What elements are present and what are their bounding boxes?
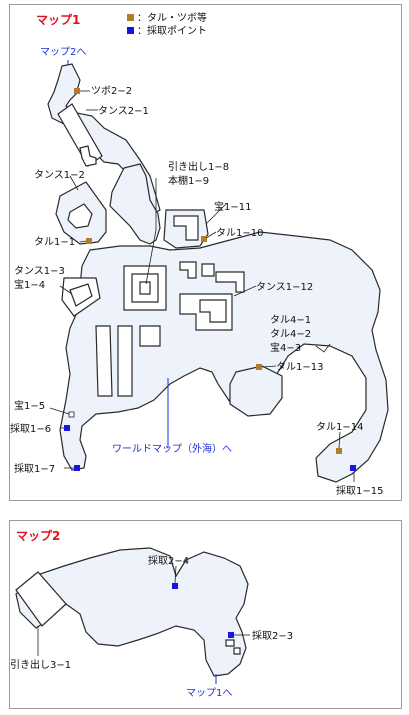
map2-small-box-a (225, 639, 235, 647)
taru-1-14-label: タル1−14 (316, 421, 363, 433)
map2-area (15, 547, 249, 677)
map1-title: マップ1 (36, 12, 80, 27)
tansu-1-3-cabinet (69, 283, 93, 307)
tsubo-2-2-marker[interactable] (74, 88, 80, 94)
hondana-1-9-label: 本棚1−9 (168, 174, 209, 187)
takara-1-11-inner (173, 215, 199, 241)
tansu-1-3-label: タンス1−3 (14, 265, 65, 277)
pillar-a (179, 261, 197, 279)
central-box (139, 281, 151, 295)
saishu-1-7-label: 採取1−7 (14, 462, 55, 475)
gather-legend-label: ：採取ポイント (137, 24, 207, 37)
taru-1-10-label: タル1−10 (216, 227, 263, 239)
taru-1-1-marker[interactable] (86, 238, 92, 244)
upper-corridor-detail (79, 145, 97, 167)
gather-legend-swatch (127, 27, 134, 34)
central-connector (109, 163, 161, 245)
tansu-2-1-label: タンス2−1 (98, 105, 149, 117)
tansu-1-12-cabinet (199, 299, 227, 323)
tansu-1-2-cabinet (67, 203, 93, 229)
saishu-1-15-marker[interactable] (350, 465, 356, 471)
taru-1-1-label: タル1−1 (34, 236, 75, 248)
saishu-1-6-label: 採取1−6 (10, 422, 51, 435)
takara-1-4-label: 宝1−4 (14, 278, 45, 291)
map2-exit-to-map1[interactable]: マップ1へ (186, 687, 232, 699)
taru-1-13-marker[interactable] (256, 364, 262, 370)
taru-1-13-label: タル1−13 (276, 361, 323, 373)
tansu-2-1-cabinet (57, 103, 103, 167)
west-block (139, 325, 161, 347)
hikidashi-3-1-drawer (15, 571, 67, 627)
saishu-2-3-label: 採取2−3 (252, 629, 293, 642)
tansu-1-2-label: タンス1−2 (34, 169, 85, 181)
saishu-2-3-marker[interactable] (228, 632, 234, 638)
map2-small-box-b (233, 647, 241, 655)
map1-exit-to-map2[interactable]: マップ2へ (40, 46, 86, 58)
pillar-b (201, 263, 215, 277)
takara-1-11-label: 宝1−11 (214, 200, 251, 213)
taru-4-2-label: タル4−2 (270, 328, 311, 340)
takara-1-5-label: 宝1−5 (14, 399, 45, 412)
treasure-legend-label: ：タル・ツボ等 (137, 11, 207, 24)
saishu-2-4-marker[interactable] (172, 583, 178, 589)
map1-exit-to-world[interactable]: ワールドマップ（外海）へ (112, 442, 232, 455)
taru-1-14-marker[interactable] (336, 448, 342, 454)
hikidashi-3-1-label: 引き出し3−1 (10, 658, 71, 671)
saishu-1-15-label: 採取1−15 (336, 484, 383, 497)
map2-title: マップ2 (16, 528, 60, 543)
saishu-2-4-label: 採取2−4 (148, 554, 189, 567)
saishu-1-6-marker[interactable] (64, 425, 70, 431)
takara-1-5-marker[interactable] (68, 411, 75, 418)
taru-1-13-bay (229, 365, 283, 417)
tansu-1-12-ledge (215, 271, 245, 293)
taru-1-10-marker[interactable] (201, 236, 207, 242)
taru-4-1-label: タル4−1 (270, 314, 311, 326)
tansu-1-12-label: タンス1−12 (256, 281, 313, 293)
west-pillar-1 (95, 325, 113, 397)
hikidashi-1-8-label: 引き出し1−8 (168, 160, 229, 173)
treasure-legend-swatch (127, 14, 134, 21)
tsubo-2-2-label: ツボ2−2 (91, 85, 132, 97)
takara-4-3-label: 宝4−3 (270, 341, 301, 354)
west-pillar-2 (117, 325, 133, 397)
saishu-1-7-marker[interactable] (74, 465, 80, 471)
